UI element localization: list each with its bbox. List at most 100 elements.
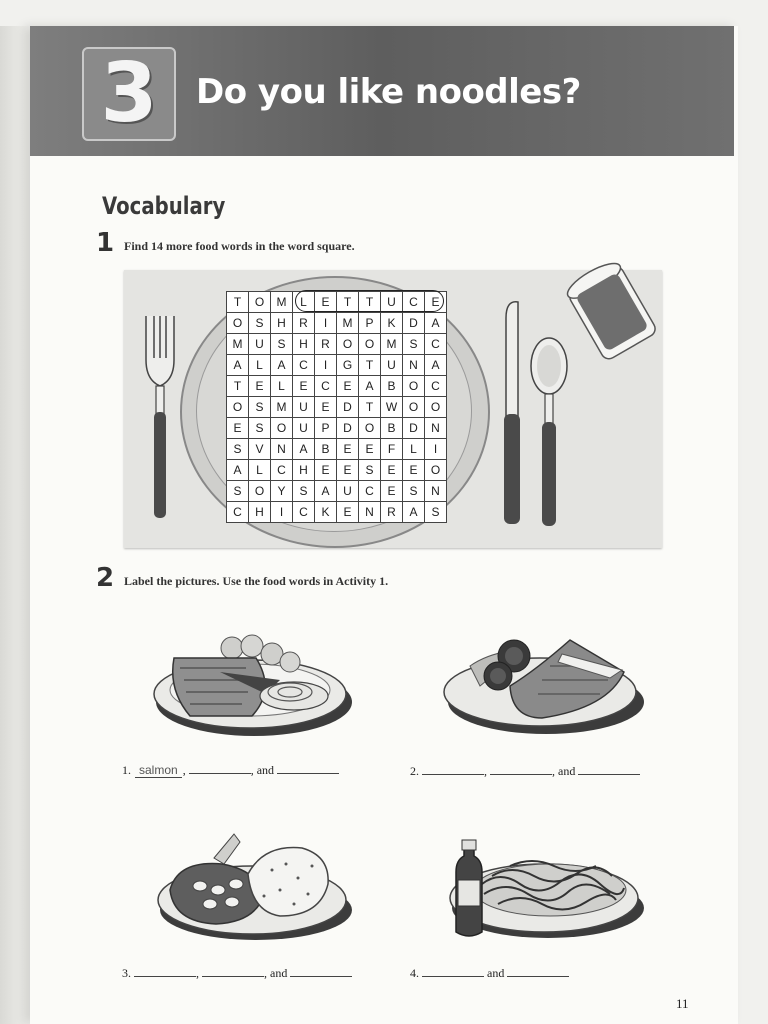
answer-field-2c[interactable] — [578, 762, 641, 775]
word-square-cell[interactable]: U — [380, 291, 403, 313]
word-square-cell[interactable]: E — [336, 501, 359, 523]
word-square-cell[interactable]: I — [270, 501, 293, 523]
word-square-cell[interactable]: K — [380, 312, 403, 334]
word-square-cell[interactable]: A — [358, 375, 381, 397]
word-square-cell[interactable]: C — [226, 501, 249, 523]
word-square-cell[interactable]: L — [248, 459, 271, 481]
answer-field-4b[interactable] — [507, 964, 570, 977]
word-square-cell[interactable]: U — [248, 333, 271, 355]
word-square-cell[interactable]: C — [292, 354, 315, 376]
word-square-cell[interactable]: E — [314, 459, 337, 481]
word-square-cell[interactable]: V — [248, 438, 271, 460]
word-square-cell[interactable]: C — [358, 480, 381, 502]
word-square-cell[interactable]: U — [336, 480, 359, 502]
answer-field-3b[interactable] — [202, 964, 264, 977]
word-square-cell[interactable]: C — [314, 375, 337, 397]
word-square-cell[interactable]: S — [402, 480, 425, 502]
word-square-cell[interactable]: O — [402, 375, 425, 397]
word-square-cell[interactable]: N — [424, 480, 447, 502]
word-square-cell[interactable]: O — [402, 396, 425, 418]
word-square-cell[interactable]: R — [380, 501, 403, 523]
word-square-cell[interactable]: M — [380, 333, 403, 355]
word-square-cell[interactable]: C — [402, 291, 425, 313]
word-square-cell[interactable]: S — [292, 480, 315, 502]
word-square-cell[interactable]: C — [270, 459, 293, 481]
word-square-cell[interactable]: L — [270, 375, 293, 397]
word-square-cell[interactable]: F — [380, 438, 403, 460]
word-square-cell[interactable]: S — [226, 480, 249, 502]
word-square-cell[interactable]: O — [248, 291, 271, 313]
word-square-cell[interactable]: M — [226, 333, 249, 355]
word-square-cell[interactable]: E — [380, 480, 403, 502]
word-square-cell[interactable]: R — [292, 312, 315, 334]
word-square-cell[interactable]: A — [314, 480, 337, 502]
answer-field-1b[interactable] — [188, 761, 251, 774]
word-square-cell[interactable]: E — [424, 291, 447, 313]
word-square-cell[interactable]: S — [248, 396, 271, 418]
word-square-cell[interactable]: R — [314, 333, 337, 355]
word-square-cell[interactable]: U — [380, 354, 403, 376]
word-square-cell[interactable]: T — [226, 291, 249, 313]
word-square-cell[interactable]: S — [248, 417, 271, 439]
word-square-cell[interactable]: O — [358, 417, 381, 439]
word-square-cell[interactable]: O — [424, 396, 447, 418]
word-square-cell[interactable]: E — [336, 438, 359, 460]
word-square-cell[interactable]: S — [270, 333, 293, 355]
word-square-cell[interactable]: U — [292, 396, 315, 418]
word-square-cell[interactable]: I — [314, 312, 337, 334]
word-square-cell[interactable]: E — [292, 375, 315, 397]
word-square-cell[interactable]: M — [270, 396, 293, 418]
word-square-cell[interactable]: C — [292, 501, 315, 523]
word-square-cell[interactable]: Y — [270, 480, 293, 502]
word-square-cell[interactable]: E — [248, 375, 271, 397]
word-square-cell[interactable]: E — [314, 291, 337, 313]
word-square-cell[interactable]: P — [314, 417, 337, 439]
answer-field-1c[interactable] — [277, 761, 340, 774]
word-square-cell[interactable]: E — [226, 417, 249, 439]
word-square-cell[interactable]: O — [226, 312, 249, 334]
word-square-cell[interactable]: A — [402, 501, 425, 523]
word-square-cell[interactable]: T — [226, 375, 249, 397]
word-square-cell[interactable]: N — [424, 417, 447, 439]
word-square-cell[interactable]: O — [226, 396, 249, 418]
word-square-cell[interactable]: O — [358, 333, 381, 355]
word-square-cell[interactable]: O — [336, 333, 359, 355]
answer-field-2b[interactable] — [490, 762, 552, 775]
word-square-cell[interactable]: L — [292, 291, 315, 313]
word-square-cell[interactable]: L — [402, 438, 425, 460]
word-square-cell[interactable]: M — [270, 291, 293, 313]
word-square-cell[interactable]: H — [292, 333, 315, 355]
word-square-cell[interactable]: A — [424, 354, 447, 376]
word-square-cell[interactable]: E — [336, 375, 359, 397]
word-square-cell[interactable]: C — [424, 375, 447, 397]
answer-field-3a[interactable] — [134, 964, 196, 977]
word-square-cell[interactable]: A — [292, 438, 315, 460]
word-square-cell[interactable]: O — [424, 459, 447, 481]
word-square-cell[interactable]: N — [270, 438, 293, 460]
word-square-cell[interactable]: E — [314, 396, 337, 418]
answer-field-1a[interactable]: salmon — [135, 763, 182, 778]
word-square-cell[interactable]: T — [358, 396, 381, 418]
word-square-cell[interactable]: N — [402, 354, 425, 376]
word-square-cell[interactable]: H — [270, 312, 293, 334]
word-square-cell[interactable]: D — [402, 417, 425, 439]
word-square-cell[interactable]: E — [380, 459, 403, 481]
word-square-cell[interactable]: S — [226, 438, 249, 460]
word-square-cell[interactable]: E — [358, 438, 381, 460]
word-square-cell[interactable]: B — [380, 375, 403, 397]
word-square-cell[interactable]: H — [248, 501, 271, 523]
word-square-cell[interactable]: O — [248, 480, 271, 502]
word-square-cell[interactable]: U — [292, 417, 315, 439]
answer-field-2a[interactable] — [422, 762, 484, 775]
word-square-cell[interactable]: M — [336, 312, 359, 334]
word-square-cell[interactable]: B — [314, 438, 337, 460]
word-square-cell[interactable]: K — [314, 501, 337, 523]
word-square-cell[interactable]: B — [380, 417, 403, 439]
word-square-cell[interactable]: T — [358, 354, 381, 376]
word-square-cell[interactable]: S — [358, 459, 381, 481]
word-square-cell[interactable]: L — [248, 354, 271, 376]
word-square-cell[interactable]: A — [270, 354, 293, 376]
word-square-cell[interactable]: I — [314, 354, 337, 376]
word-square-cell[interactable]: N — [358, 501, 381, 523]
answer-field-4a[interactable] — [422, 964, 484, 977]
